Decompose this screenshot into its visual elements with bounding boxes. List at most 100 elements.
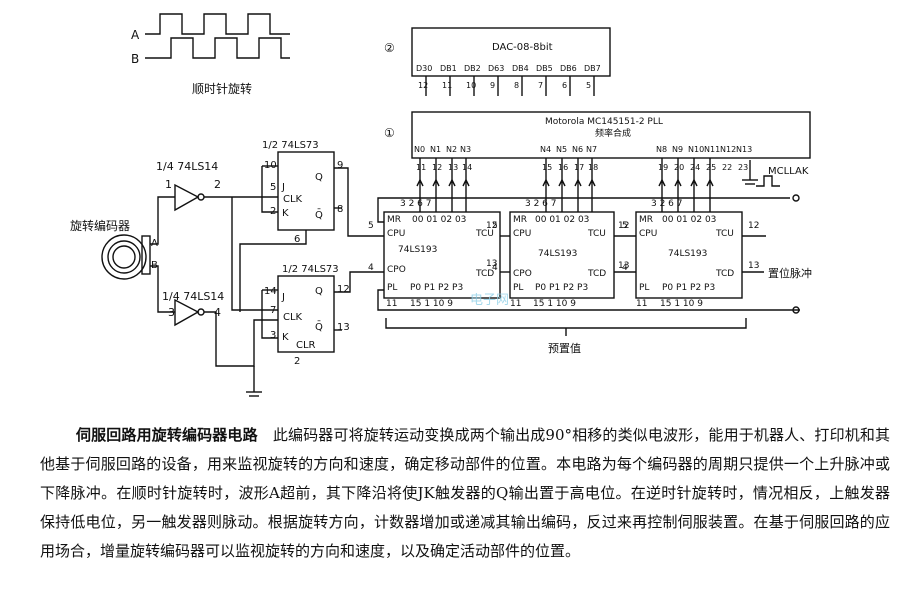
svg-text:5: 5 [368, 221, 374, 231]
watermark: 电子网 [470, 293, 509, 308]
svg-text:2: 2 [294, 356, 300, 367]
dac-pin-number: 7 [538, 81, 543, 90]
pll-pin-number: 25 [706, 163, 716, 172]
pll-chip: ① Motorola MC145151-2 PLL 频率合成 N011N112N… [384, 111, 811, 172]
svg-text:CPO: CPO [387, 265, 406, 275]
pll-pin-label: N5 [556, 145, 567, 154]
inverter-bottom-label: 1/4 74LS14 [162, 290, 224, 303]
svg-text:P0 P1 P2 P3: P0 P1 P2 P3 [410, 283, 463, 293]
inverter-top: 1/4 74LS14 1 2 [156, 160, 221, 212]
svg-text:4: 4 [214, 306, 221, 319]
pll-pin-label: N3 [460, 145, 471, 154]
svg-text:TCD: TCD [715, 269, 734, 279]
pll-pin-label: N7 [586, 145, 597, 154]
counter-2-name: 74LS193 [538, 249, 577, 259]
dac-pin-number: 5 [586, 81, 591, 90]
svg-text:13: 13 [486, 259, 497, 269]
svg-text:15 1 10 9: 15 1 10 9 [410, 299, 453, 309]
caption-title: 伺服回路用旋转编码器电路 [76, 426, 258, 444]
pll-pin-label: N9 [672, 145, 683, 154]
pll-pin-number: 17 [574, 163, 584, 172]
svg-text:14: 14 [264, 286, 277, 297]
pll-pin-label: N4 [540, 145, 551, 154]
svg-text:CLK: CLK [283, 194, 303, 205]
pll-pin-number: 20 [674, 163, 684, 172]
svg-text:11: 11 [636, 299, 647, 309]
waveform-b-trace [145, 37, 290, 59]
svg-text:CLK: CLK [283, 312, 303, 323]
dac-pin-number: 8 [514, 81, 519, 90]
flipflop-top: 1/2 74LS73 10 5 2 J CLK K Q Q̄ 9 8 6 [262, 140, 343, 245]
dac-pin-number: 10 [466, 81, 476, 90]
svg-text:5: 5 [270, 182, 276, 193]
svg-text:Q: Q [315, 172, 323, 183]
svg-text:6: 6 [294, 234, 300, 245]
svg-text:11: 11 [386, 299, 397, 309]
rotary-encoder: 旋转编码器 A B [70, 218, 158, 280]
pll-pin-label: N12 [720, 145, 736, 154]
pll-title: Motorola MC145151-2 PLL [545, 117, 663, 127]
pll-pin-number: 15 [542, 163, 552, 172]
pll-pin-number: 18 [588, 163, 598, 172]
counter-3-name: 74LS193 [668, 249, 707, 259]
svg-text:1: 1 [165, 178, 172, 191]
svg-text:8: 8 [337, 204, 343, 215]
svg-text:3 2 6 7: 3 2 6 7 [400, 199, 432, 209]
pll-pin-label: N8 [656, 145, 667, 154]
reset-label: 置位脉冲 [768, 266, 812, 280]
dac-pin-label: D63 [488, 64, 504, 73]
pll-marker: ① [384, 126, 395, 140]
pll-pin-label: N13 [736, 145, 752, 154]
svg-text:13: 13 [337, 322, 350, 333]
dac-pin-number: 12 [418, 81, 428, 90]
pll-pin-number: 14 [462, 163, 472, 172]
svg-text:2: 2 [214, 178, 221, 191]
dac-pin-label: DB6 [560, 64, 577, 73]
svg-text:3 2 6 7: 3 2 6 7 [525, 199, 557, 209]
dac-pin-number: 9 [490, 81, 495, 90]
pll-pin-number: 19 [658, 163, 668, 172]
pll-pin-number: 11 [416, 163, 426, 172]
svg-text:00 01 02 03: 00 01 02 03 [662, 215, 716, 225]
pll-pin-number: 13 [448, 163, 458, 172]
circuit-diagram: A B 顺时针旋转 ② DAC-08-8bit D3012DB111DB210D… [70, 13, 812, 397]
svg-text:PL: PL [513, 283, 523, 293]
svg-text:TCU: TCU [587, 229, 606, 239]
pll-pin-label: N11 [704, 145, 720, 154]
svg-text:P0 P1 P2 P3: P0 P1 P2 P3 [535, 283, 588, 293]
pll-pin-label: N10 [688, 145, 704, 154]
pll-pin-number: 12 [432, 163, 442, 172]
preset-label: 预置值 [548, 342, 581, 355]
waveform-a-trace [145, 13, 290, 35]
counter-2: MR 00 01 02 03 CPU TCU 74LS193 CPO TCD P… [492, 211, 629, 299]
encoder-label: 旋转编码器 [70, 218, 130, 233]
svg-text:3: 3 [270, 330, 276, 341]
svg-text:12: 12 [748, 221, 759, 231]
svg-text:CLR: CLR [296, 340, 316, 351]
svg-text:P0 P1 P2 P3: P0 P1 P2 P3 [662, 283, 715, 293]
pll-pin-number: 23 [738, 163, 748, 172]
svg-text:TCD: TCD [475, 269, 494, 279]
caption-body: 此编码器可将旋转运动变换成两个输出成90°相移的类似电波形，能用于机器人、打印机… [40, 426, 890, 560]
dac-pin-label: DB7 [584, 64, 601, 73]
svg-text:Q̄: Q̄ [315, 208, 323, 221]
wiring [150, 160, 800, 397]
counter-3: MR 00 01 02 03 CPU TCU 74LS193 TCD PL P0… [622, 211, 759, 299]
flipflop-bottom-label: 1/2 74LS73 [282, 264, 339, 275]
svg-text:J: J [281, 292, 285, 303]
inverter-top-label: 1/4 74LS14 [156, 160, 218, 173]
pll-subtitle: 频率合成 [595, 127, 631, 139]
svg-text:5: 5 [492, 221, 498, 231]
waveform-diagram: A B 顺时针旋转 [131, 13, 290, 96]
dac-marker: ② [384, 41, 395, 55]
svg-text:PL: PL [387, 283, 397, 293]
waveform-caption: 顺时针旋转 [192, 81, 252, 96]
svg-text:CPU: CPU [513, 229, 531, 239]
svg-text:4: 4 [492, 263, 498, 273]
svg-text:15 1 10 9: 15 1 10 9 [660, 299, 703, 309]
pll-pin-label: N6 [572, 145, 583, 154]
svg-text:13: 13 [618, 261, 629, 271]
dac-pin-label: DB5 [536, 64, 553, 73]
svg-text:9: 9 [337, 160, 343, 171]
svg-text:TCD: TCD [587, 269, 606, 279]
